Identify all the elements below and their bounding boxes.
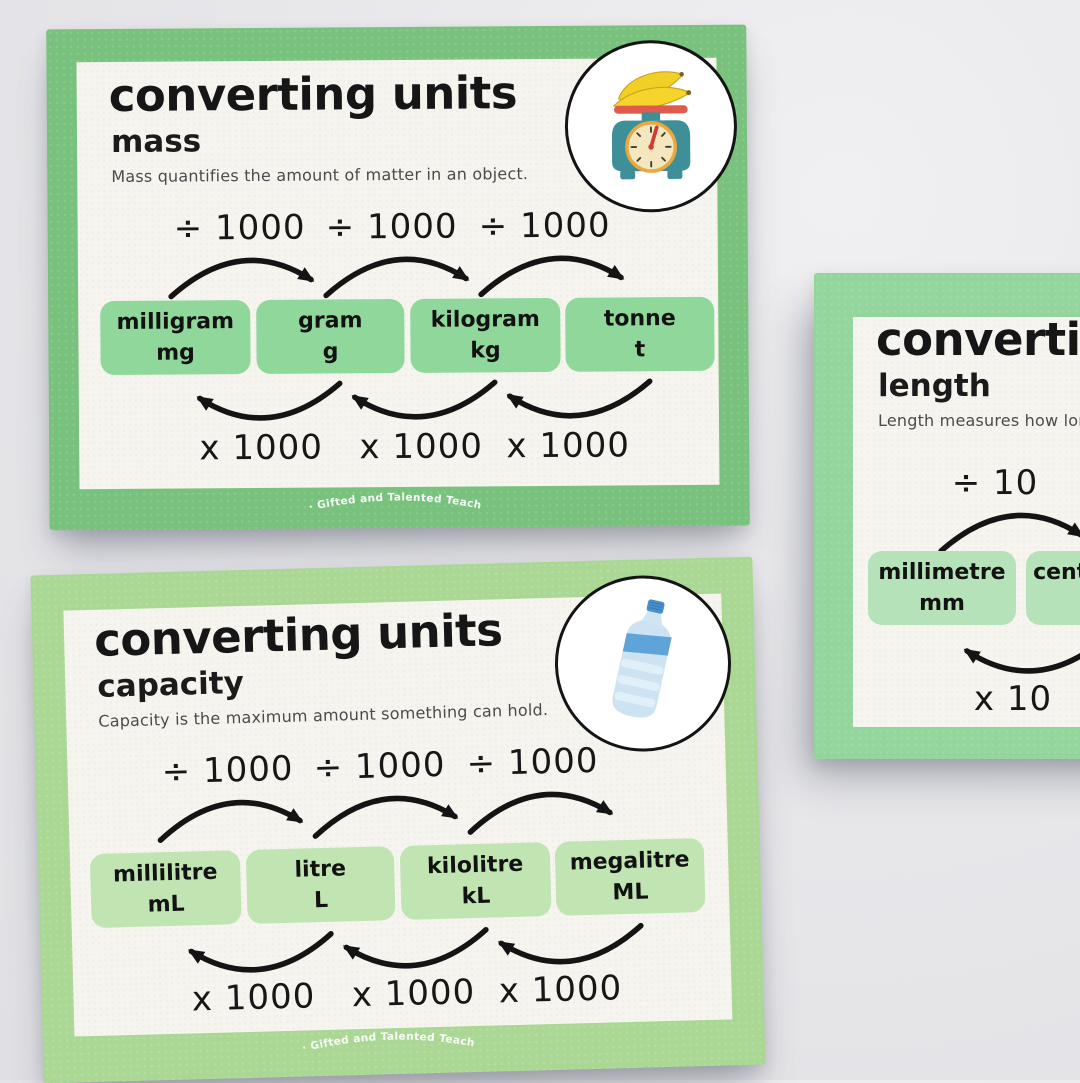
unit-symbol: mL [147,889,185,921]
unit-box: centimetre cm [1026,551,1080,625]
divide-arrows [814,497,1080,557]
multiply-labels-row: x 10 [814,681,1080,723]
divide-arrows [48,239,748,304]
unit-symbol: ML [612,876,649,908]
unit-box: millimetre mm [868,551,1016,625]
unit-box: gram g [256,299,405,374]
unit-box: megalitre ML [555,838,706,916]
multiply-label: x 1000 [183,978,324,1019]
unit-name: tonne [604,303,676,335]
unit-symbol: g [323,336,339,367]
unit-boxes-row: millimetre mm centimetre cm [814,551,1080,625]
poster-description: Mass quantifies the amount of matter in … [111,164,528,186]
poster-subtitle: length [878,371,991,402]
unit-box: milligram mg [100,300,251,375]
unit-symbol: kg [470,335,501,366]
unit-boxes-row: milligram mg gram g kilogram kg tonne t [48,297,748,376]
watermark: · Gifted and Talented Teacher ✦ [294,1021,485,1060]
capacity-icon-circle [553,573,734,754]
unit-symbol: mm [919,588,965,619]
unit-symbol: mg [156,337,195,369]
unit-symbol: L [314,885,329,917]
unit-name: kilolitre [427,849,524,883]
multiply-label: x 1000 [191,429,331,467]
poster-capacity: converting units capacity Capacity is th… [30,557,765,1083]
banana-scale-icon [581,57,720,196]
unit-box: millilitre mL [90,850,242,928]
multiply-label: x 1000 [343,974,484,1015]
unit-name: millilitre [113,857,218,891]
unit-symbol: t [635,334,646,365]
watermark: · Gifted and Talented Teacher ✦ [301,483,491,518]
unit-box: kilolitre kL [400,842,552,920]
unit-box: kilogram kg [410,298,561,373]
poster-title: converting units [109,70,518,118]
poster-subtitle: capacity [97,668,244,703]
unit-box: litre L [246,846,396,924]
unit-name: kilogram [431,304,540,336]
unit-name: centimetre [1033,557,1080,588]
multiply-label: x 1000 [498,427,638,465]
poster-length: converting units length Length measures … [814,273,1080,759]
multiply-label: x 10 [943,681,1080,718]
unit-name: gram [298,305,363,337]
poster-description: Length measures how long an object is. [878,411,1080,430]
poster-title: converting units [94,607,503,663]
unit-name: megalitre [569,844,690,878]
poster-mass: converting units mass Mass quantifies th… [46,25,749,531]
poster-subtitle: mass [111,126,201,158]
multiply-label: x 1000 [351,428,491,466]
unit-name: milligram [116,306,234,338]
water-bottle-icon [571,592,715,736]
unit-box: tonne t [565,297,715,372]
unit-symbol: kL [461,881,490,913]
mass-icon-circle [564,40,737,213]
poster-title: converting units [876,317,1080,362]
multiply-labels-row: x 1000 x 1000 x 1000 [49,427,749,474]
unit-name: litre [294,853,346,886]
multiply-label: x 1000 [490,970,631,1011]
unit-name: millimetre [878,557,1005,588]
